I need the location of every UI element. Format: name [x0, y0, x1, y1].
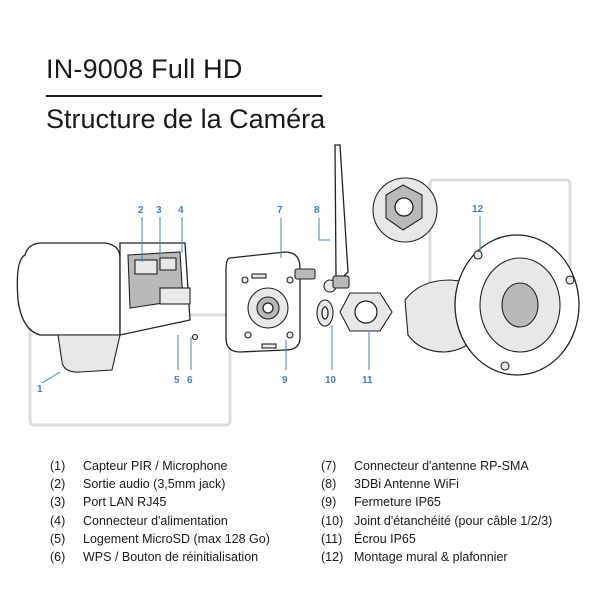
callout-11: 11	[362, 375, 373, 386]
legend-item-1: (1)Capteur PIR / Microphone	[50, 459, 228, 473]
callout-1: 1	[37, 384, 43, 395]
callout-7: 7	[277, 205, 283, 216]
wall-ceiling-mount	[404, 234, 580, 376]
legend-item-3: (3)Port LAN RJ45	[50, 495, 167, 510]
callout-5: 5	[174, 375, 180, 386]
callout-leaders	[41, 216, 481, 384]
callout-numbers: 1 2 3 4 5 6 7 8 9 10 11 12	[37, 204, 484, 395]
legend-item-8: (8)3DBi Antenne WiFi	[321, 477, 459, 492]
antenna-connector	[294, 268, 337, 293]
legend-item-9: (9)Fermeture IP65	[321, 495, 441, 510]
callout-2: 2	[138, 205, 144, 216]
page-subtitle: Structure de la Caméra	[46, 104, 326, 134]
legend-item-4: (4)Connecteur d'alimentation	[50, 513, 228, 528]
title-divider	[46, 95, 322, 97]
camera-exploded-diagram: 1 2 3 4 5 6 7 8 9 10 11 12	[16, 144, 580, 427]
wifi-antenna	[332, 144, 350, 289]
callout-4: 4	[178, 205, 184, 216]
legend-item-12: (12)Montage mural & plafonnier	[321, 550, 508, 565]
callout-12: 12	[472, 204, 484, 215]
legend-right-column: (7)Connecteur d'antenne RP-SMA (8)3DBi A…	[321, 457, 552, 566]
callout-6: 6	[187, 375, 193, 386]
callout-8: 8	[314, 205, 320, 216]
legend-item-11: (11)Écrou IP65	[321, 531, 416, 546]
callout-10: 10	[325, 375, 337, 386]
callout-3: 3	[156, 205, 162, 216]
legend-item-6: (6)WPS / Bouton de réinitialisation	[50, 550, 259, 565]
sealing-ring	[316, 299, 334, 327]
legend-item-5: (5)Logement MicroSD (max 128 Go)	[50, 531, 270, 546]
legend-left-column: (1)Capteur PIR / Microphone (2)Sortie au…	[50, 457, 270, 566]
callout-9: 9	[282, 375, 288, 386]
legend-item-10: (10)Joint d'étanchéité (pour câble 1/2/3…	[321, 513, 553, 528]
page-title: IN-9008 Full HD	[46, 54, 243, 84]
ip65-nut	[339, 177, 438, 332]
ip65-back-cover	[225, 251, 301, 353]
legend-item-7: (7)Connecteur d'antenne RP-SMA	[321, 459, 529, 473]
legend-item-2: (2)Sortie audio (3,5mm jack)	[50, 477, 226, 492]
camera-housing	[16, 242, 199, 373]
